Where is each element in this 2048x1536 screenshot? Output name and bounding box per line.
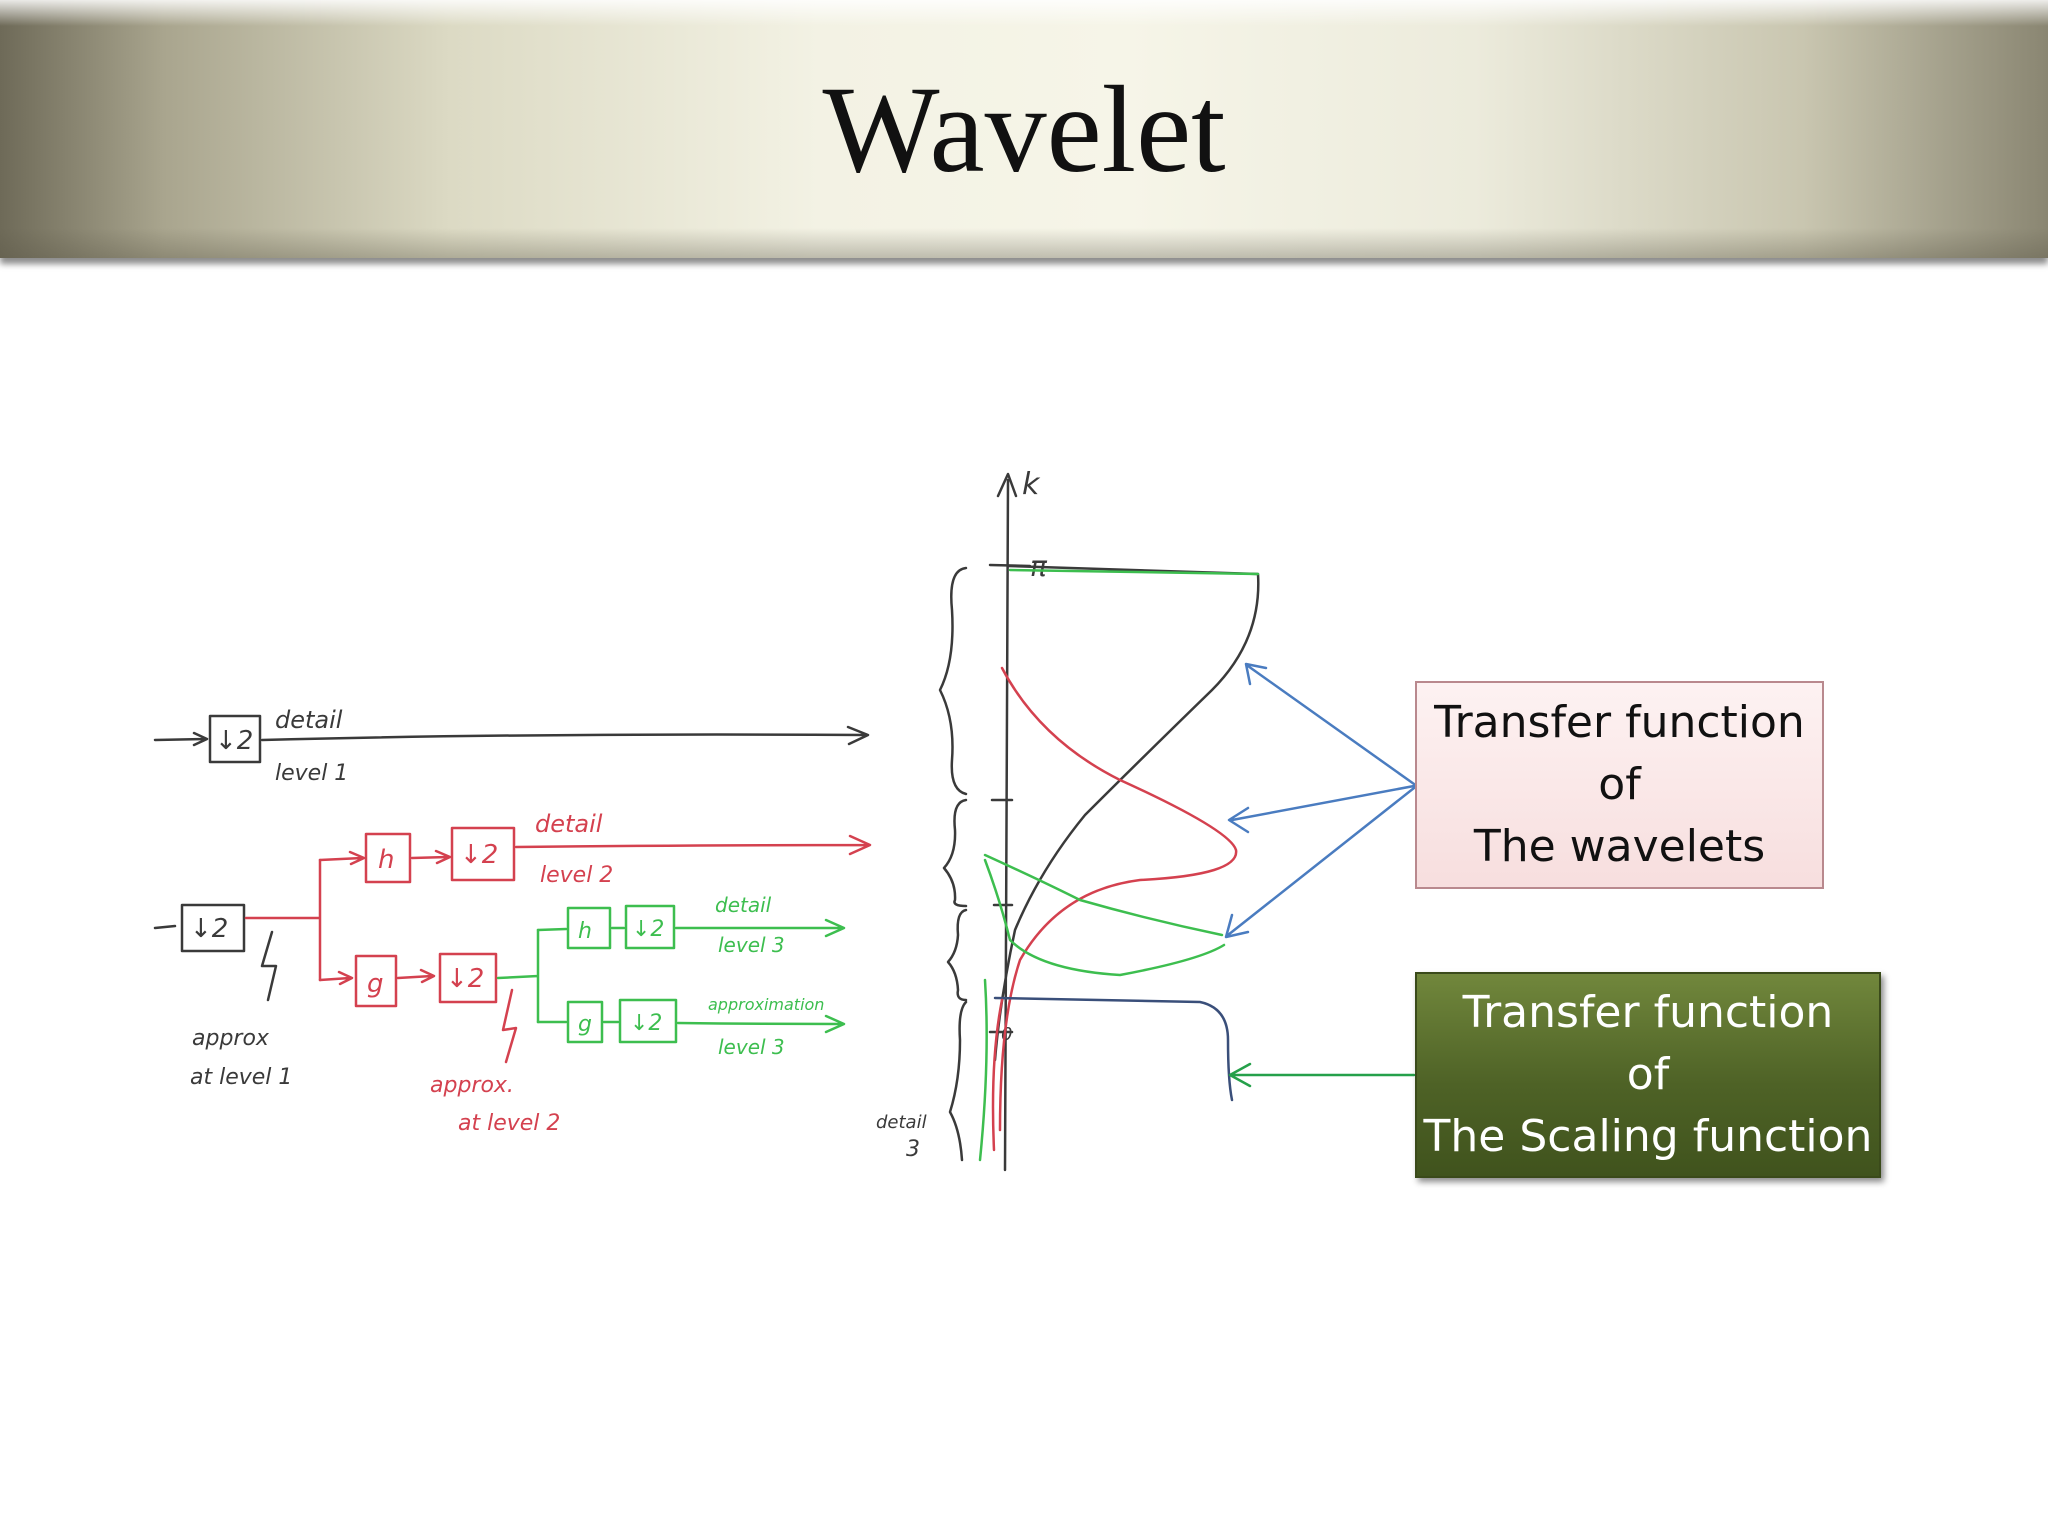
level2-branch: [153, 826, 872, 1064]
h-label-l2: h: [378, 845, 394, 875]
approx-l1-label-b: at level 1: [190, 1065, 292, 1090]
level1-branch: [153, 714, 870, 764]
down-label-l3a: ↓2: [632, 917, 664, 942]
h-to-down-arrow: [410, 849, 452, 865]
detail3-label: detail: [876, 1112, 927, 1133]
scaling-callout-line3: The Scaling function: [1423, 1111, 1873, 1162]
axis-k-label: k: [1022, 467, 1041, 502]
brace-level3: [946, 908, 968, 1002]
slide-title: Wavelet: [822, 61, 1226, 198]
brace-level2: [942, 798, 968, 908]
level1-downsample-box: [208, 714, 262, 764]
arrow-to-level2: [1227, 784, 1416, 834]
title-bar: Wavelet: [0, 0, 2048, 258]
detail-l3-label: detail: [715, 893, 772, 917]
frequency-axis: [996, 472, 1018, 1172]
spectrum-axis: [938, 472, 1032, 1172]
level3-transfer-curve-b: [983, 858, 1226, 977]
input-arrow: [153, 924, 177, 930]
arrow-to-level3: [1224, 786, 1416, 939]
down-label-l2b: ↓2: [446, 964, 484, 994]
detail-l2-label: detail: [535, 810, 603, 838]
g-label-l2: g: [367, 969, 384, 999]
g-box-l3: [566, 1000, 604, 1044]
level3-transfer-curve-c: [978, 978, 988, 1162]
scaling-transfer-curve: [993, 996, 1234, 1102]
down-box-l3a: [624, 904, 676, 950]
level3-top-line: [1008, 568, 1260, 576]
level-l3-label-b: level 3: [718, 1035, 785, 1059]
level1-detail-arrow: [260, 725, 870, 746]
detail3-num: 3: [906, 1137, 920, 1162]
level3-branch: [496, 904, 846, 1044]
scaling-callout-arrow: [1228, 1062, 1416, 1088]
g-label-l3: g: [578, 1012, 592, 1037]
level-l3-label-a: level 3: [718, 933, 785, 957]
level1-transfer-curve: [993, 564, 1260, 1062]
approx-l2-label: approx.: [430, 1073, 514, 1098]
level1-detail-label: detail: [275, 706, 343, 734]
level1-input-arrow: [153, 731, 209, 747]
down-label-l3b: ↓2: [630, 1011, 662, 1036]
arrow-to-level1: [1244, 662, 1416, 786]
level1-level-label: level 1: [275, 761, 348, 786]
wavelets-transfer-callout: Transfer function of The wavelets: [1415, 681, 1824, 889]
h-path-l3: [536, 927, 568, 932]
g-to-down-arrow: [396, 968, 436, 984]
scaling-lower-curve: [991, 998, 1004, 1152]
arrow-to-scaling: [1228, 1062, 1416, 1088]
input-down-label: ↓2: [190, 914, 228, 944]
down-box-l2a: [450, 826, 516, 882]
input-downsample-box: [180, 903, 246, 953]
scaling-transfer-callout: Transfer function of The Scaling functio…: [1415, 972, 1881, 1178]
level3-transfer-curve-a: [983, 853, 1224, 937]
detail-l2-arrow: [514, 834, 872, 856]
scaling-callout-line2: of: [1626, 1049, 1670, 1100]
approx-l1-tick: [260, 930, 278, 1002]
h-label-l3: h: [578, 919, 592, 944]
wavelets-callout-line2: of: [1598, 759, 1641, 810]
level1-down-label: ↓2: [215, 726, 253, 756]
h-box-l2: [364, 832, 412, 884]
approx-l2-tick: [501, 988, 518, 1064]
down-box-l2b: [438, 952, 498, 1004]
approx-l3-label: approximation: [708, 995, 824, 1014]
g-box-l2: [354, 954, 398, 1008]
scaling-callout-line1: Transfer function: [1462, 987, 1834, 1038]
down-label-l2a: ↓2: [460, 840, 498, 870]
zero-label: 0: [1001, 1024, 1012, 1045]
wavelet-callout-arrows: [1224, 662, 1416, 939]
h-path-arrow: [318, 850, 366, 866]
level-l2-label: level 2: [540, 863, 613, 888]
detail-l3-arrow: [674, 918, 846, 938]
down-box-l3b: [618, 998, 678, 1044]
approx-l2-label-b: at level 2: [458, 1111, 560, 1136]
wavelets-callout-line1: Transfer function: [1434, 697, 1805, 748]
h-box-l3: [566, 906, 612, 950]
g-path-arrow: [318, 970, 354, 986]
split-line-l3: [496, 928, 540, 1024]
brace-detail3: [948, 1000, 968, 1162]
wavelets-callout-line3: The wavelets: [1473, 821, 1766, 872]
brace-level1: [938, 566, 968, 796]
level2-transfer-curve: [998, 666, 1238, 1132]
approx-l1-label: approx: [192, 1026, 270, 1051]
approx-l3-arrow: [676, 1014, 846, 1034]
split-line: [244, 858, 322, 982]
